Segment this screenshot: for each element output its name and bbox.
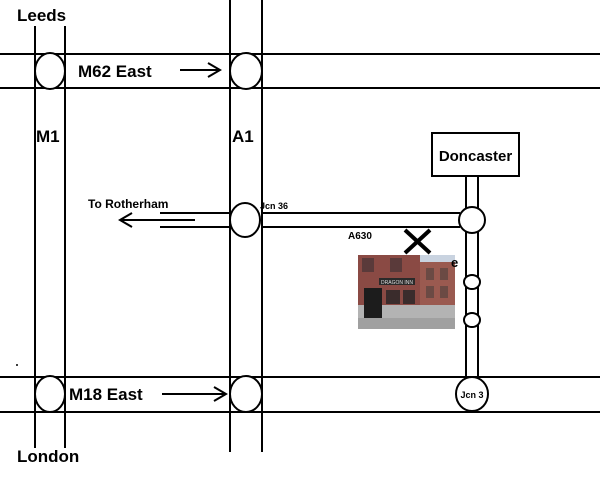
road-a630 (262, 212, 460, 228)
arrow-left-rotherham (118, 212, 195, 228)
roundabout-m1-m62 (34, 52, 66, 90)
arrow-right-m18 (162, 386, 228, 402)
roundabout-m1-m18 (34, 375, 66, 413)
doncaster-box (431, 132, 520, 177)
label-a1: A1 (232, 127, 254, 146)
roundabout-small-1 (463, 274, 481, 290)
roundabout-jcn36 (229, 202, 261, 238)
label-london: London (17, 447, 79, 466)
pub-photo: DRAGON INN (358, 255, 455, 329)
road-m1 (34, 26, 66, 448)
roundabout-jcn3 (455, 376, 489, 412)
label-leeds: Leeds (17, 6, 66, 25)
road-to-rotherham (160, 212, 230, 228)
roundabout-a1-m62 (229, 52, 263, 90)
label-stray-e: e (451, 255, 458, 270)
roundabout-a630-doncaster (458, 206, 486, 234)
arrow-right-m62 (180, 62, 222, 78)
label-to-rotherham: To Rotherham (88, 197, 168, 211)
road-m62 (0, 53, 600, 89)
label-jcn3: Jcn 3 (460, 390, 483, 400)
label-a630: A630 (348, 231, 372, 242)
label-m62-east: M62 East (78, 62, 152, 81)
label-m1: M1 (36, 127, 60, 146)
roundabout-small-2 (463, 312, 481, 328)
pub-sign-text: DRAGON INN (381, 280, 413, 286)
location-cross-marker (403, 228, 432, 255)
roundabout-a1-m18 (229, 375, 263, 413)
label-jcn36: Jcn 36 (260, 201, 288, 211)
stray-dot (16, 364, 18, 366)
label-doncaster: Doncaster (439, 148, 513, 165)
road-m18 (0, 376, 600, 413)
label-m18-east: M18 East (69, 385, 143, 404)
